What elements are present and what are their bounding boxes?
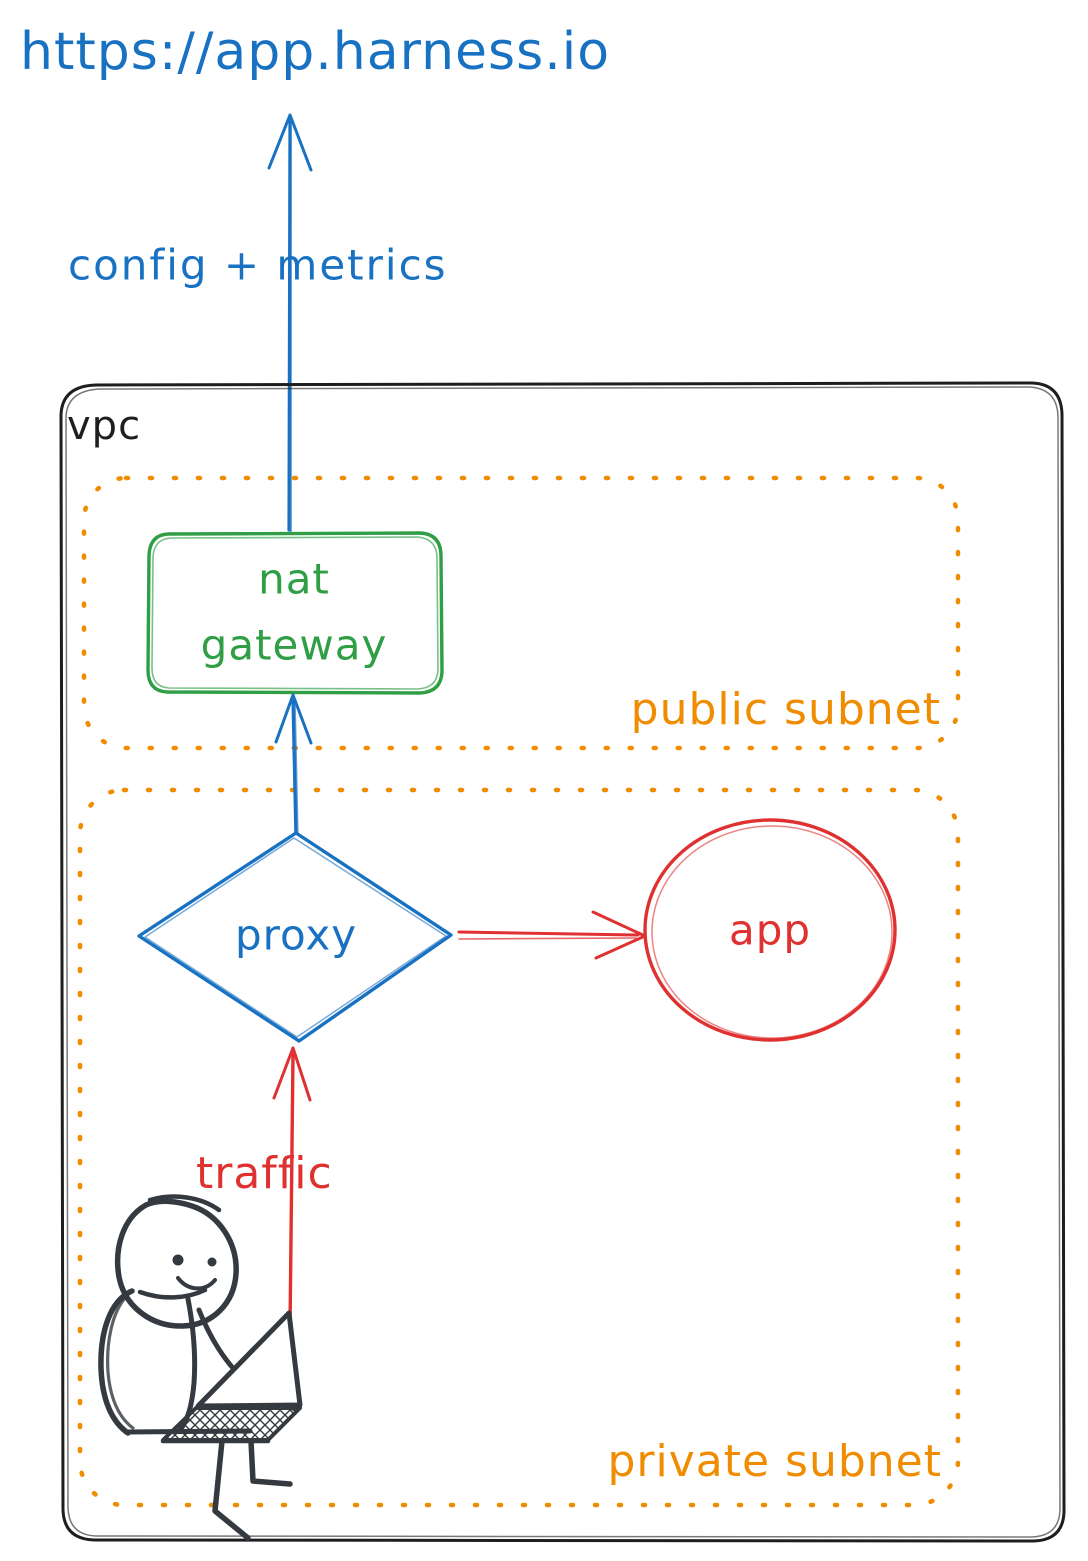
proxy-label: proxy [235,911,357,960]
config-metrics-label: config + metrics [68,241,448,290]
vpc-container [59,381,1066,1543]
app-node[interactable]: app [643,818,897,1042]
nat-gateway-label-line2: gateway [201,621,388,670]
endpoint-url-label: https://app.harness.io [20,22,610,82]
proxy-node[interactable]: proxy [137,831,453,1043]
edge-nat-to-internet [267,113,313,533]
app-label: app [729,906,811,955]
traffic-label: traffic [196,1148,333,1199]
eye-left-icon [172,1254,184,1266]
public-subnet-label: public subnet [631,684,941,735]
private-subnet-label: private subnet [607,1436,942,1487]
eye-right-icon [207,1257,217,1267]
edge-user-to-proxy [272,1046,312,1332]
nat-gateway-label-line1: nat [258,555,330,604]
edge-proxy-to-app [457,910,647,960]
edge-proxy-to-nat [274,693,313,843]
user-stick-figure [98,1194,303,1541]
vpc-label: vpc [67,403,141,449]
nat-gateway-node[interactable]: nat gateway [146,531,444,695]
